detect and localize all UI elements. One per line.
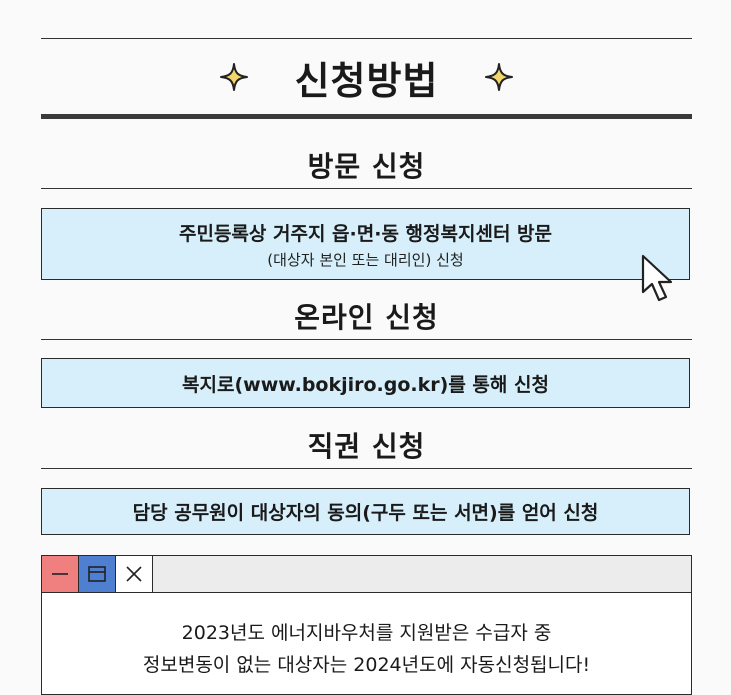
maximize-button[interactable] bbox=[79, 556, 116, 592]
title-divider bbox=[41, 114, 692, 119]
window-icon bbox=[88, 566, 106, 582]
section-heading-visit: 방문 신청 bbox=[307, 150, 426, 183]
top-divider bbox=[41, 38, 692, 39]
notice-line-1: 2023년도 에너지바우처를 지원받은 수급자 중 bbox=[181, 622, 552, 644]
section-divider bbox=[41, 188, 692, 189]
close-button[interactable] bbox=[116, 556, 153, 592]
section-divider bbox=[41, 339, 692, 340]
window-titlebar bbox=[42, 556, 691, 593]
online-info-box: 복지로(www.bokjiro.go.kr)를 통해 신청 bbox=[41, 358, 690, 408]
sparkle-icon bbox=[485, 63, 514, 91]
section-heading-official: 직권 신청 bbox=[307, 430, 426, 463]
official-info-box: 담당 공무원이 대상자의 동의(구두 또는 서면)를 얻어 신청 bbox=[41, 488, 690, 535]
page-title: 신청방법 bbox=[294, 58, 439, 103]
notice-window: 2023년도 에너지바우처를 지원받은 수급자 중 정보변동이 없는 대상자는 … bbox=[41, 555, 692, 695]
online-info-main: 복지로(www.bokjiro.go.kr)를 통해 신청 bbox=[182, 373, 549, 396]
notice-line-2: 정보변동이 없는 대상자는 2024년도에 자동신청됩니다! bbox=[142, 654, 591, 676]
section-heading-online: 온라인 신청 bbox=[294, 301, 439, 334]
visit-info-main: 주민등록상 거주지 읍·면·동 행정복지센터 방문 bbox=[178, 222, 552, 245]
section-divider bbox=[41, 468, 692, 469]
visit-info-sub: (대상자 본인 또는 대리인) 신청 bbox=[267, 250, 464, 269]
header: 신청방법 bbox=[41, 50, 692, 104]
minimize-icon bbox=[52, 573, 68, 575]
minimize-button[interactable] bbox=[42, 556, 79, 592]
official-info-main: 담당 공무원이 대상자의 동의(구두 또는 서면)를 얻어 신청 bbox=[132, 502, 599, 524]
sparkle-icon bbox=[219, 63, 248, 91]
close-icon bbox=[126, 566, 142, 582]
notice-text: 2023년도 에너지바우처를 지원받은 수급자 중 정보변동이 없는 대상자는 … bbox=[42, 593, 691, 681]
mouse-pointer-icon bbox=[641, 254, 673, 302]
visit-info-box: 주민등록상 거주지 읍·면·동 행정복지센터 방문 (대상자 본인 또는 대리인… bbox=[41, 208, 690, 280]
